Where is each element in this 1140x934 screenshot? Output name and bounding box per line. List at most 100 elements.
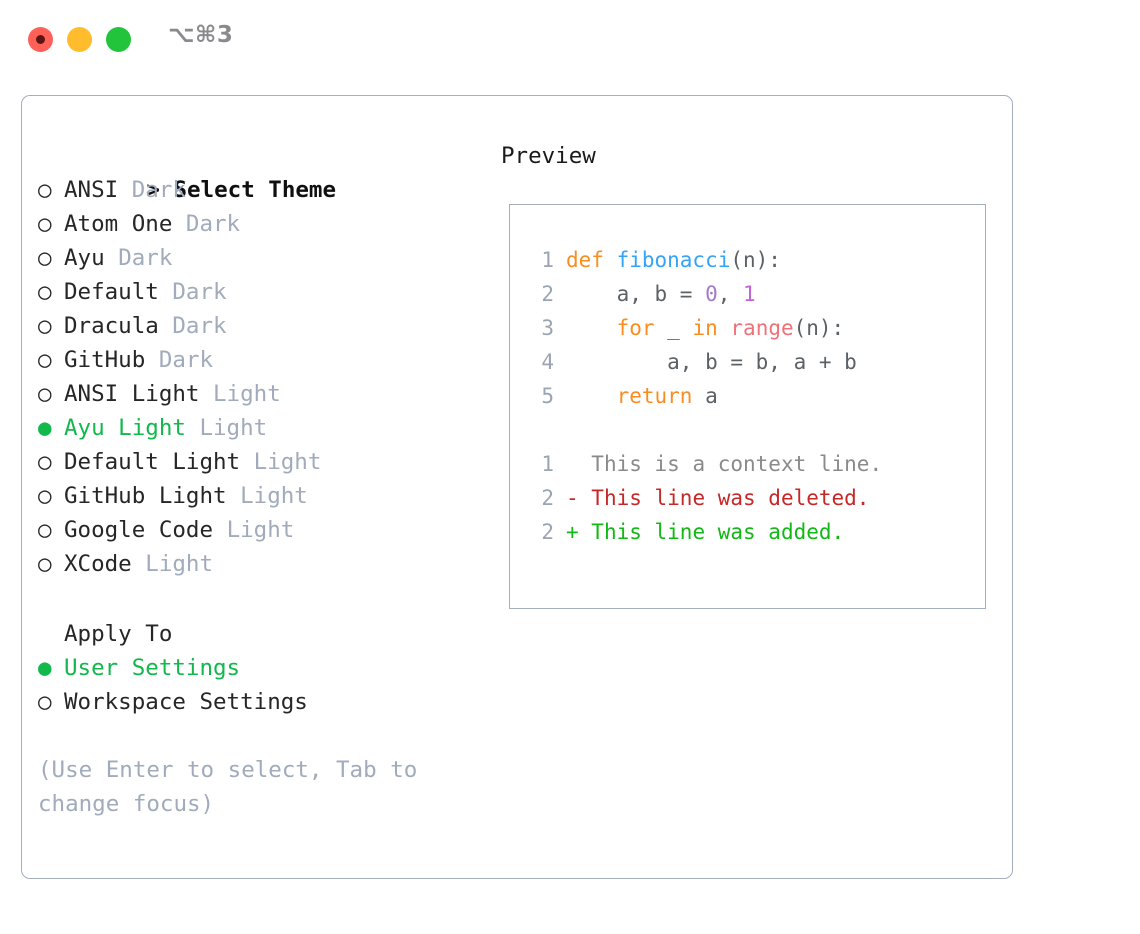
- keyboard-hint-text: (Use Enter to select, Tab to change focu…: [38, 757, 418, 817]
- theme-picker-column: > Select Theme ○ANSI Dark○Atom One Dark○…: [38, 139, 488, 821]
- diff-marker: -: [566, 486, 592, 510]
- theme-list-item[interactable]: ○ ANSI Light Light: [38, 377, 488, 411]
- radio-unselected-icon: ○: [38, 245, 52, 271]
- code-line: 2 a, b = 0, 1: [528, 277, 882, 311]
- radio-unselected-icon: ○: [38, 689, 52, 715]
- spacer: [159, 279, 173, 305]
- code-token: return: [616, 384, 693, 408]
- preview-title: Preview: [501, 143, 596, 169]
- radio-selected-icon: ●: [38, 415, 52, 441]
- theme-list-item[interactable]: ○ Google Code Light: [38, 513, 488, 547]
- theme-name-label: Default: [64, 279, 159, 305]
- radio-unselected-icon: ○: [38, 279, 52, 305]
- radio-unselected-icon: ○: [38, 517, 52, 543]
- theme-variant-badge: Dark: [131, 177, 186, 203]
- radio-unselected-icon: ○: [38, 483, 52, 509]
- apply-to-label: User Settings: [64, 655, 241, 681]
- line-number: 1: [541, 248, 554, 272]
- diff-line: 2+ This line was added.: [528, 515, 882, 549]
- code-token: 0: [705, 282, 718, 306]
- diff-text: This line was added.: [591, 520, 845, 544]
- spacer: [213, 517, 227, 543]
- code-token: in: [692, 316, 718, 340]
- diff-text: This is a context line.: [591, 452, 883, 476]
- select-theme-header-label: > Select Theme: [146, 177, 337, 203]
- radio-unselected-icon: ○: [38, 449, 52, 475]
- spacer: [132, 551, 146, 577]
- radio-unselected-icon: ○: [38, 313, 52, 339]
- theme-list-item[interactable]: ○ GitHub Dark: [38, 343, 488, 377]
- theme-name-label: Default Light: [64, 449, 241, 475]
- preview-divider-gap: [528, 413, 882, 447]
- spacer: [172, 211, 186, 237]
- select-theme-header: > Select Theme: [38, 139, 488, 203]
- theme-variant-badge: Dark: [118, 245, 173, 271]
- code-line: 5 return a: [528, 379, 882, 413]
- spacer: [159, 313, 173, 339]
- theme-variant-badge: Dark: [158, 347, 214, 373]
- code-token: fibonacci: [616, 248, 731, 272]
- theme-list-item[interactable]: ○Ayu Dark: [38, 241, 488, 275]
- theme-list-item[interactable]: ○Dracula Dark: [38, 309, 488, 343]
- recording-indicator-dot: [36, 35, 45, 44]
- theme-list[interactable]: ○ANSI Dark○Atom One Dark○Ayu Dark○Defaul…: [38, 173, 488, 581]
- apply-to-header-spacer: ○: [38, 617, 64, 651]
- theme-list-item[interactable]: ○Default Light Light: [38, 445, 488, 479]
- theme-variant-badge: Light: [213, 381, 281, 407]
- radio-unselected-icon: ○: [38, 211, 52, 237]
- apply-to-header-label: Apply To: [64, 621, 173, 647]
- code-token: range: [730, 316, 794, 340]
- apply-to-header: ○Apply To: [38, 617, 488, 651]
- spacer: [105, 245, 119, 271]
- theme-list-item[interactable]: ○Atom One Dark: [38, 207, 488, 241]
- spacer: [199, 381, 213, 407]
- code-token: a, b = b, a + b: [566, 350, 857, 374]
- diff-marker: +: [566, 520, 592, 544]
- theme-list-item[interactable]: ●Ayu Light Light: [38, 411, 488, 445]
- apply-to-group: ○Apply To ●User Settings○Workspace Setti…: [38, 617, 488, 719]
- theme-variant-badge: Light: [226, 517, 295, 543]
- radio-unselected-icon: ○: [38, 551, 52, 577]
- theme-name-label: GitHub: [64, 347, 146, 373]
- theme-variant-badge: Dark: [172, 279, 227, 305]
- code-token: a, b =: [566, 282, 706, 306]
- code-token: def: [566, 248, 617, 272]
- theme-name-label: ANSI: [64, 177, 119, 203]
- spacer: [118, 177, 132, 203]
- theme-list-item[interactable]: ○XCode Light: [38, 547, 488, 581]
- apply-to-list[interactable]: ● User Settings ○Workspace Settings: [38, 651, 488, 719]
- code-token: (n):: [793, 316, 845, 340]
- maximize-button[interactable]: [106, 27, 131, 52]
- theme-list-item[interactable]: ○ ANSI Dark: [38, 173, 488, 207]
- code-token: for: [616, 316, 655, 340]
- theme-name-label: ANSI Light: [64, 381, 200, 407]
- line-number: 2: [541, 486, 554, 510]
- line-number: 5: [541, 384, 554, 408]
- apply-to-item[interactable]: ● User Settings: [38, 651, 488, 685]
- theme-name-label: Ayu Light: [64, 415, 186, 441]
- minimize-button[interactable]: [67, 27, 92, 52]
- diff-text: This line was deleted.: [591, 486, 870, 510]
- code-line: 4 a, b = b, a + b: [528, 345, 882, 379]
- apply-to-item[interactable]: ○Workspace Settings: [38, 685, 488, 719]
- radio-selected-icon: ●: [38, 655, 52, 681]
- radio-unselected-icon: ○: [38, 177, 52, 203]
- theme-list-item[interactable]: ○GitHub Light Light: [38, 479, 488, 513]
- code-token: [718, 316, 731, 340]
- theme-name-label: Google Code: [64, 517, 214, 543]
- diff-marker: [566, 452, 591, 476]
- radio-unselected-icon: ○: [38, 347, 52, 373]
- code-token: [566, 384, 617, 408]
- code-token: a: [692, 384, 718, 408]
- theme-list-item[interactable]: ○ Default Dark: [38, 275, 488, 309]
- spacer: [240, 449, 254, 475]
- theme-name-label: GitHub Light: [64, 483, 227, 509]
- line-number: 4: [541, 350, 554, 374]
- spacer: [186, 415, 200, 441]
- radio-unselected-icon: ○: [38, 381, 52, 407]
- code-token: _: [654, 316, 693, 340]
- content-panel: > Select Theme ○ANSI Dark○Atom One Dark○…: [21, 95, 1013, 879]
- theme-name-label: XCode: [64, 551, 132, 577]
